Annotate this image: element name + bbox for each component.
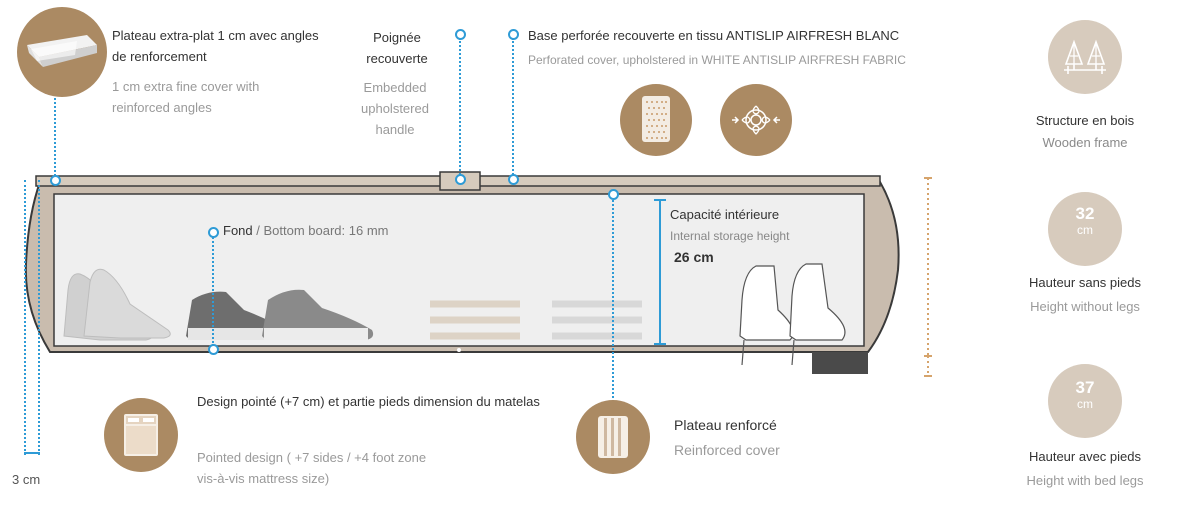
thin-cover-callout-line bbox=[54, 98, 56, 180]
handle-callout-line bbox=[459, 38, 461, 178]
reinforced-cover-label-fr: Plateau renforcé bbox=[674, 417, 777, 433]
bottom-board-callout-line bbox=[212, 234, 214, 346]
bottom-board-label-fr: Fond bbox=[223, 223, 253, 238]
reinforced-cover-label-en: Reinforced cover bbox=[674, 442, 780, 458]
bottom-board-label: Fond / Bottom board: 16 mm bbox=[223, 223, 389, 238]
wooden-frame-label-en: Wooden frame bbox=[1042, 135, 1128, 150]
height-legs-label-en: Height with bed legs bbox=[1026, 473, 1144, 488]
handle-label-en: Embedded upholstered handle bbox=[361, 80, 429, 137]
airflow-icon bbox=[720, 84, 792, 156]
capacity-value: 26 cm bbox=[674, 249, 714, 265]
pointed-design-label-fr: Design pointé (+7 cm) et partie pieds di… bbox=[197, 394, 540, 409]
reinforced-callout-line bbox=[612, 196, 614, 402]
height-legs-badge: 37 cm bbox=[1048, 364, 1122, 438]
base-callout-line bbox=[512, 38, 514, 178]
height-no-legs-unit: cm bbox=[1077, 223, 1093, 237]
wooden-frame-label-fr: Structure en bois bbox=[1035, 113, 1135, 128]
perforated-fabric-icon bbox=[620, 84, 692, 156]
side-width-callout-line-a bbox=[24, 180, 26, 455]
thin-cover-label-fr: Plateau extra-plat 1 cm avec angles de r… bbox=[112, 28, 319, 64]
bottom-board-label-en: / Bottom board: 16 mm bbox=[256, 223, 389, 238]
handle-dot-bottom bbox=[455, 174, 466, 185]
height-legs-number: 37 bbox=[1075, 378, 1095, 397]
capacity-label-fr: Capacité intérieure bbox=[670, 207, 780, 222]
capacity-label-en: Internal storage height bbox=[670, 229, 790, 243]
handle-label-fr: Poignée recouverte bbox=[366, 30, 428, 66]
base-label-en: Perforated cover, upholstered in WHITE A… bbox=[528, 53, 906, 67]
height-no-legs-number: 32 bbox=[1075, 204, 1095, 223]
height-no-legs-badge: 32 cm bbox=[1048, 192, 1122, 266]
thin-cover-icon bbox=[17, 7, 107, 97]
bottom-board-dot bbox=[208, 227, 219, 238]
handle-dot bbox=[455, 29, 466, 40]
side-width-callout-line-b bbox=[38, 180, 40, 455]
height-no-legs-label-en: Height without legs bbox=[1030, 299, 1140, 314]
wooden-frame-icon bbox=[1048, 20, 1122, 94]
bed-base-diagram bbox=[24, 171, 932, 377]
mattress-icon bbox=[104, 398, 178, 472]
side-width-bracket bbox=[24, 452, 40, 454]
pointed-design-label-en: Pointed design ( +7 sides / +4 foot zone… bbox=[197, 450, 427, 486]
bottom-board-dot-bottom bbox=[208, 344, 219, 355]
thin-cover-dot bbox=[50, 175, 61, 186]
base-dot bbox=[508, 29, 519, 40]
thin-cover-label-en: 1 cm extra fine cover with reinforced an… bbox=[112, 79, 260, 115]
boots-illustration bbox=[739, 263, 846, 366]
reinforced-dot bbox=[608, 189, 619, 200]
reinforced-cover-icon bbox=[576, 400, 650, 474]
sneakers-illustration bbox=[186, 289, 374, 340]
height-legs-label-fr: Hauteur avec pieds bbox=[1028, 449, 1141, 464]
height-no-legs-label-fr: Hauteur sans pieds bbox=[1028, 275, 1141, 290]
base-label-fr: Base perforée recouverte en tissu ANTISL… bbox=[528, 28, 900, 43]
side-width-label: 3 cm bbox=[12, 472, 41, 487]
height-legs-unit: cm bbox=[1077, 397, 1093, 411]
base-dot-bottom bbox=[508, 174, 519, 185]
towels-illustration bbox=[430, 300, 642, 340]
heels-illustration bbox=[63, 268, 171, 341]
